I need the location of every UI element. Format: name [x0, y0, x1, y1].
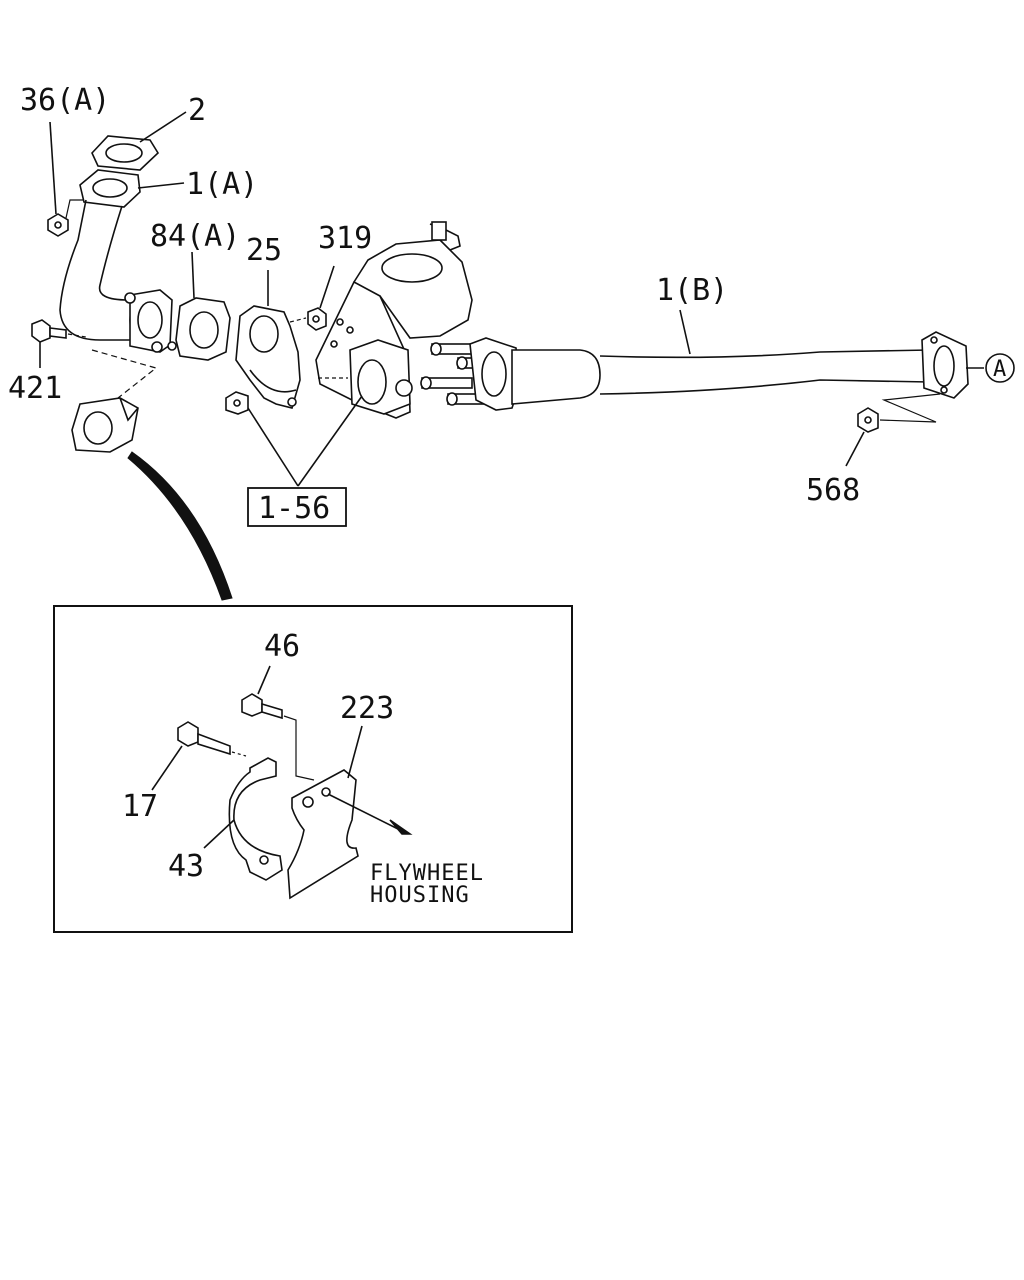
label-223: 223: [340, 691, 394, 726]
label-319: 319: [318, 221, 372, 256]
ref-a-circle: [985, 353, 1015, 383]
pipe-clamp-source: [71, 397, 139, 453]
flywheel-arrow-line: [327, 793, 401, 831]
label-ref-1-56: 1-56: [258, 491, 330, 526]
leader-223: [347, 725, 363, 779]
part-223-bracket: [287, 769, 359, 900]
part-1a-front-pipe: [59, 169, 177, 353]
leader-1-56-right: [297, 395, 363, 487]
part-2-gasket: [91, 135, 160, 171]
detail-arrow: [127, 451, 233, 601]
leader-568-dash: [879, 393, 941, 423]
label-43: 43: [168, 849, 204, 884]
flywheel-arrowhead: [389, 819, 413, 835]
label-36a: 36(A): [20, 83, 110, 118]
leader-319: [319, 265, 335, 309]
leader-319-dash: [289, 317, 307, 323]
label-17: 17: [122, 789, 158, 824]
part-46-bolt: [241, 693, 283, 720]
leader-36a: [49, 121, 57, 215]
label-568: 568: [806, 473, 860, 508]
part-568-nut: [857, 407, 879, 433]
part-17-bolt: [177, 721, 231, 756]
leader-1b: [679, 309, 691, 355]
ref-1-56-box: [247, 487, 347, 527]
label-housing: HOUSING: [370, 883, 470, 908]
leader-36a-dash: [65, 199, 84, 219]
part-1b-rear-pipe: [469, 331, 969, 411]
leader-421-dash: [67, 333, 87, 338]
leader-1a: [137, 182, 185, 189]
label-flywheel: FLYWHEEL: [370, 861, 484, 886]
detail-box: [53, 605, 573, 933]
part-1-56-nut: [225, 391, 249, 415]
leader-84a: [191, 251, 195, 299]
leader-1-56-left: [247, 407, 299, 487]
part-421-bolt: [31, 319, 67, 343]
leader-46-dash: [283, 715, 315, 781]
part-43-clamp: [228, 757, 283, 881]
leader-clamp-dash: [91, 349, 158, 399]
leader-568: [845, 431, 865, 467]
leader-46: [257, 665, 271, 695]
exhaust-brake-unit: [315, 221, 473, 419]
label-84a: 84(A): [150, 219, 240, 254]
label-1b: 1(B): [656, 273, 728, 308]
part-84a-gasket: [175, 297, 231, 361]
label-a: A: [993, 357, 1007, 382]
label-421: 421: [8, 371, 62, 406]
leader-17-dash: [231, 751, 247, 757]
label-2: 2: [188, 93, 206, 128]
label-46: 46: [264, 629, 300, 664]
leader-43: [203, 819, 235, 849]
part-319-nut: [307, 307, 327, 331]
label-1a: 1(A): [186, 167, 258, 202]
part-25-elbow: [235, 305, 301, 409]
label-25: 25: [246, 233, 282, 268]
leader-17: [151, 745, 183, 791]
leader-2: [139, 111, 187, 143]
part-36a-nut: [47, 213, 69, 237]
